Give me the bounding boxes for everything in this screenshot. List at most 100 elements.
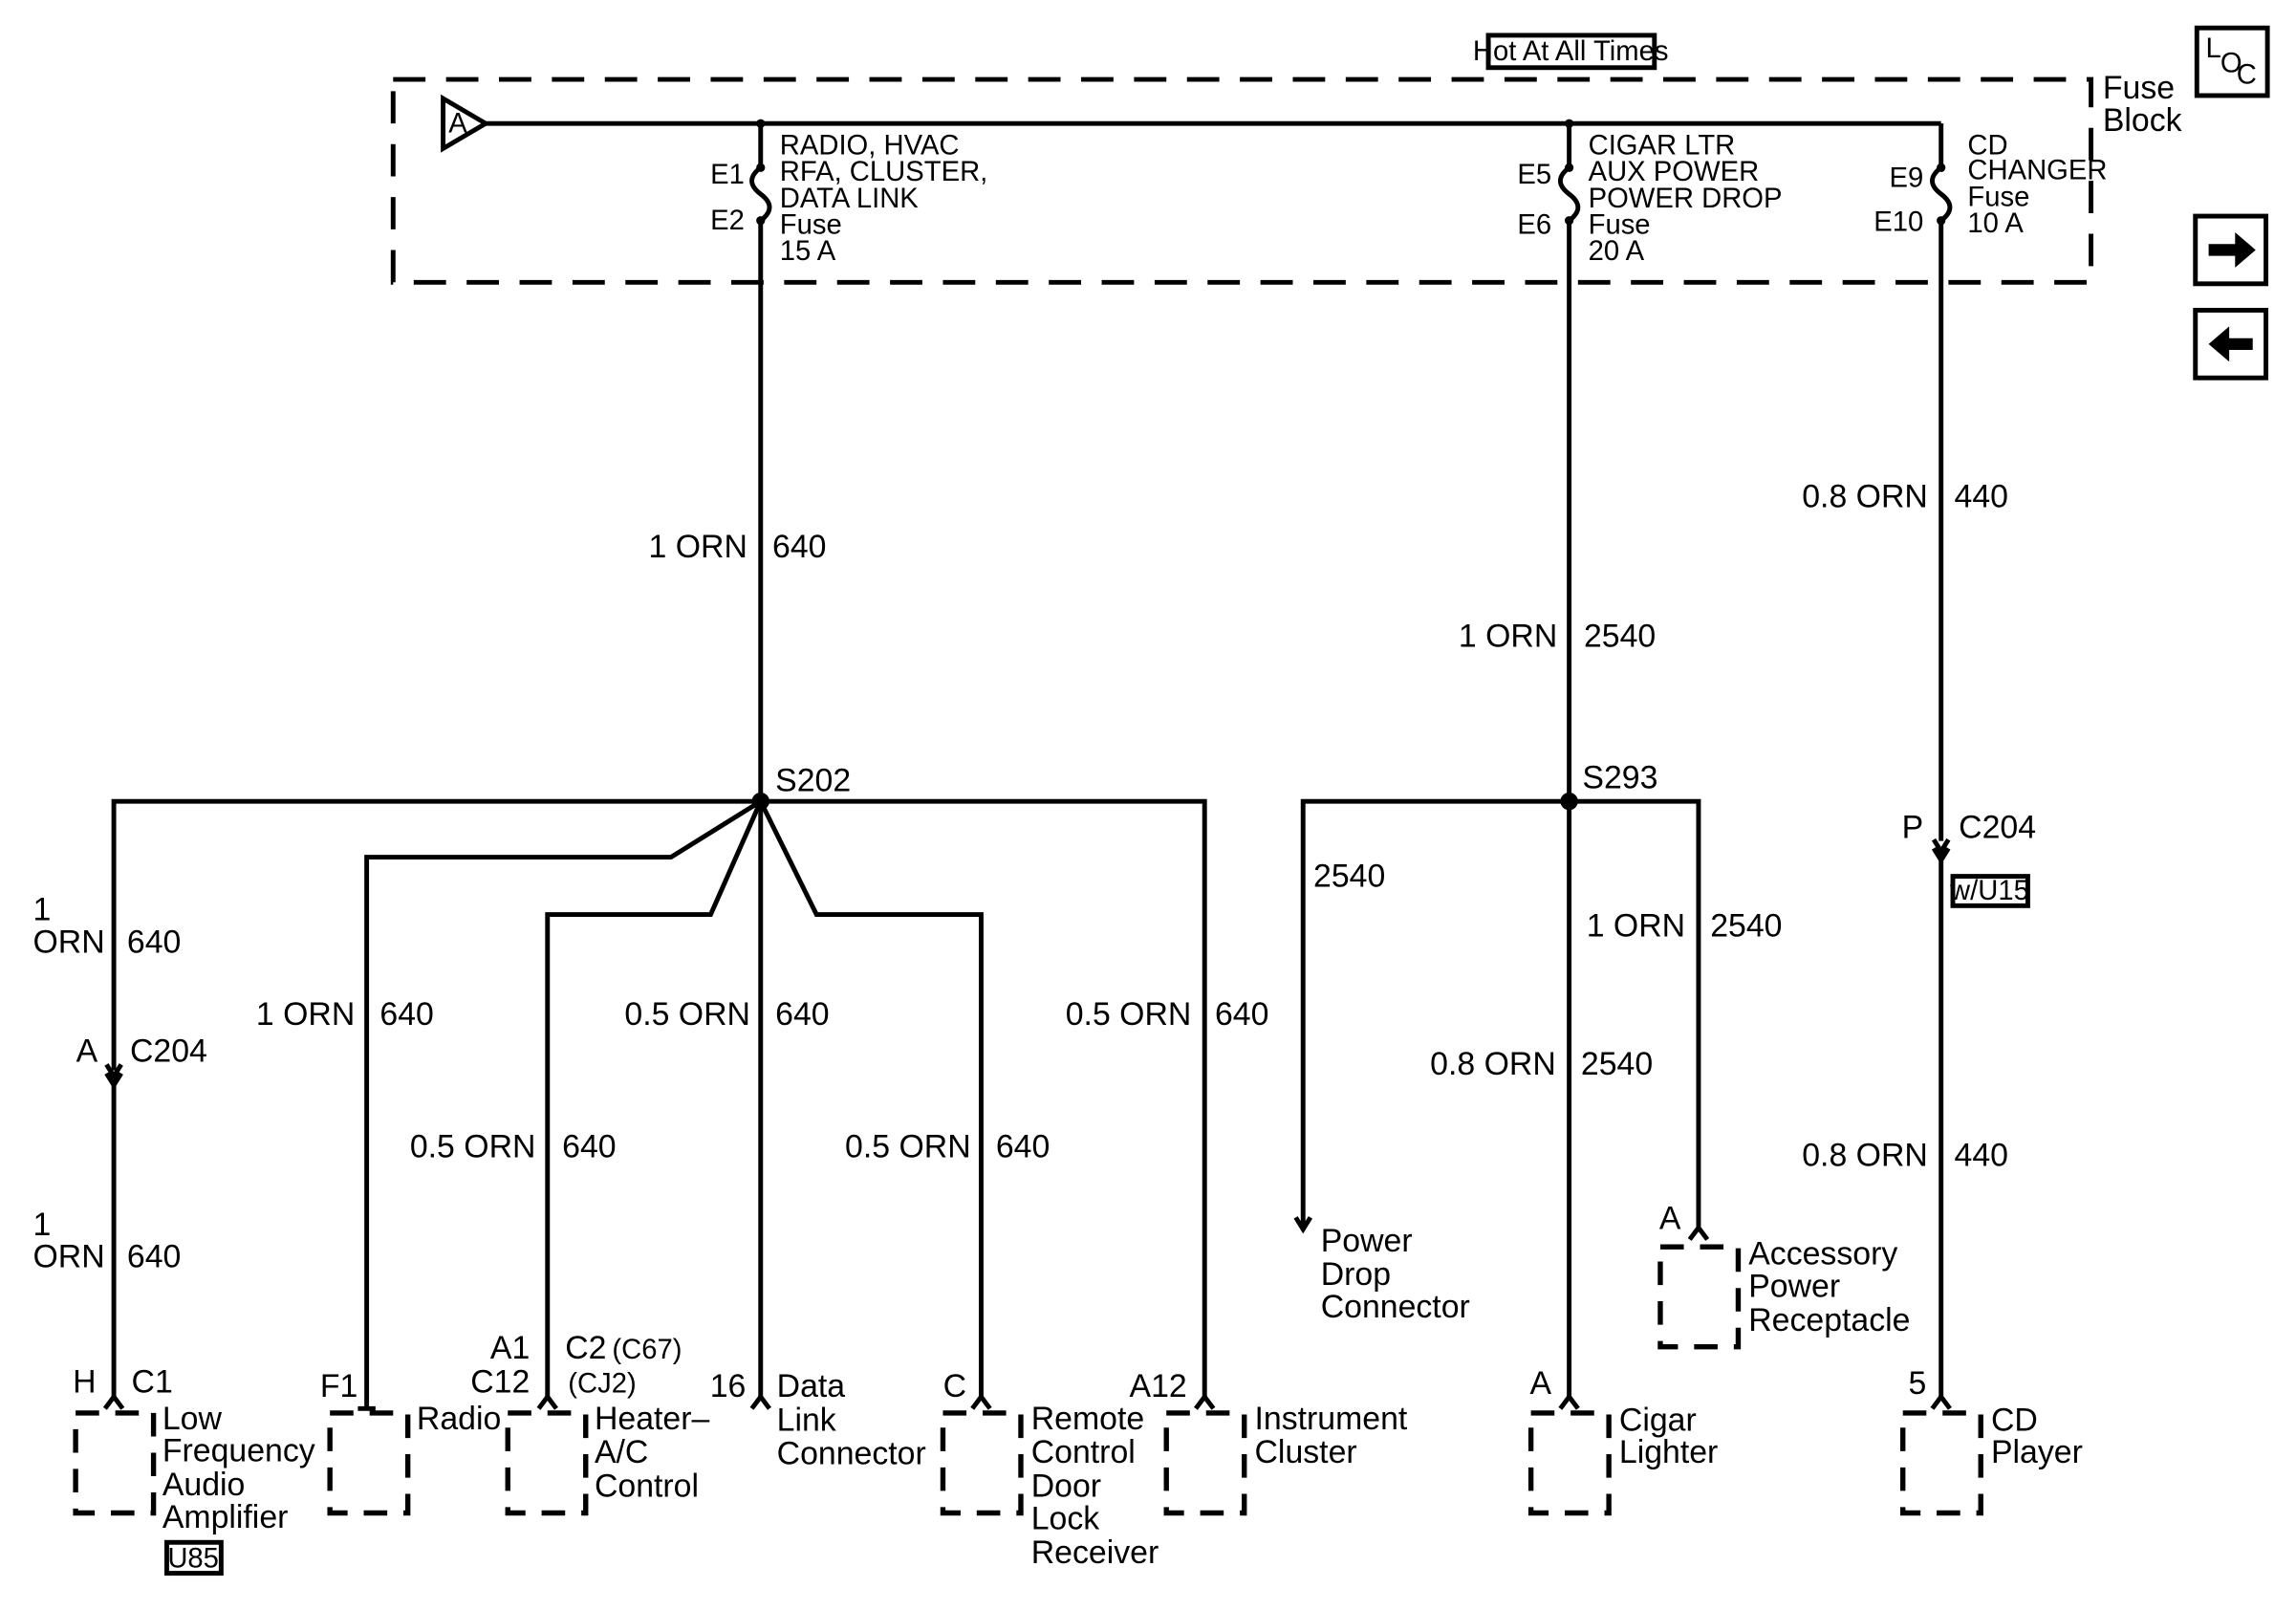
component-label: Receiver (1031, 1534, 1159, 1571)
component-pin: C12 (470, 1363, 530, 1400)
arrow-left-icon (2208, 326, 2253, 362)
wire-gauge: ORN (33, 1239, 105, 1275)
component-connector: C2 (565, 1330, 606, 1366)
connector-name: C204 (1959, 810, 2036, 846)
component-label: Cigar (1619, 1402, 1697, 1438)
svg-text:C: C (2237, 60, 2257, 91)
fuse1-line: RFA, CLUSTER, (780, 157, 988, 187)
component-radio (327, 1410, 411, 1516)
wire-circuit: 640 (379, 996, 433, 1033)
svg-text:O: O (2220, 48, 2242, 78)
wire-circuit: 2540 (1584, 619, 1656, 655)
wire-gauge: 0.5 ORN (845, 1128, 971, 1164)
component-pin: C (943, 1368, 966, 1404)
splice-s202-label: S202 (775, 762, 851, 798)
wire-gauge: 1 ORN (256, 996, 355, 1033)
component-pin: 16 (710, 1368, 747, 1404)
bus-triangle-icon (441, 94, 491, 153)
component-label: Instrument (1254, 1401, 1407, 1437)
fuse-radio-hvac (749, 119, 772, 802)
svg-text:L: L (2206, 33, 2221, 64)
fuse2-line: CIGAR LTR (1589, 130, 1736, 161)
wire-gauge: 0.5 ORN (624, 996, 750, 1033)
fuse2-pin-in: E5 (1517, 160, 1551, 190)
fuse-block-label-2: Block (2103, 102, 2182, 139)
splice-s293-label: S293 (1582, 759, 1657, 795)
component-pin: F1 (320, 1368, 357, 1404)
wire-gauge: 1 (33, 1207, 52, 1243)
fuse1-line: DATA LINK (780, 184, 920, 214)
component-label: Frequency (162, 1433, 315, 1469)
power-drop-arrow-icon (1293, 1216, 1313, 1234)
component-connector-note: (CJ2) (568, 1368, 636, 1399)
component-cigar-lighter (1527, 1410, 1612, 1516)
fuse-cigar-aux-power (1557, 119, 1581, 1398)
component-pin: 5 (1908, 1365, 1926, 1402)
wire-circuit: 440 (1955, 1138, 2008, 1174)
wire-circuit: 640 (562, 1128, 616, 1164)
wire-amplifier-upper (111, 798, 761, 1071)
component-instrument-cluster (1163, 1410, 1247, 1516)
connector-name: C204 (130, 1033, 207, 1069)
fuse2-line: POWER DROP (1589, 184, 1783, 214)
component-cd-player (1900, 1410, 1983, 1516)
wire-gauge: 0.8 ORN (1802, 1138, 1928, 1174)
wire-hvac (545, 800, 764, 1398)
wire-gauge: 0.8 ORN (1430, 1046, 1556, 1082)
component-label: Lighter (1619, 1434, 1718, 1470)
component-heater-ac-control (505, 1410, 589, 1516)
fuse3-line: Fuse (1967, 182, 2029, 212)
fuse-block-outline (390, 76, 2094, 285)
next-page-button[interactable] (2193, 213, 2269, 287)
component-label: Cluster (1254, 1434, 1356, 1470)
wire-power-drop (1300, 798, 1570, 1227)
wire-accessory-power (1569, 798, 1701, 1229)
wire-circuit: 640 (772, 529, 826, 565)
component-accessory-power-receptacle (1657, 1244, 1742, 1350)
wire-gauge: ORN (33, 925, 105, 961)
connector-pin: P (1902, 810, 1924, 846)
wire-circuit: 640 (127, 1239, 181, 1275)
wire-circuit: 640 (775, 996, 829, 1033)
component-label: Connector (1321, 1289, 1470, 1325)
pin-terminals (102, 1224, 1952, 1411)
previous-page-button[interactable] (2193, 308, 2269, 381)
wire-gauge: 0.8 ORN (1802, 479, 1928, 515)
component-label: Control (595, 1469, 699, 1505)
location-icon[interactable]: L O C (2194, 25, 2270, 98)
component-pin: A (1659, 1201, 1681, 1237)
component-pin: A (1530, 1365, 1552, 1402)
component-pin: A1 (490, 1330, 530, 1366)
arrow-right-icon (2208, 231, 2256, 268)
connector-pin: A (76, 1033, 98, 1069)
wire-instrument-cluster (760, 798, 1207, 1398)
component-connector-note: (C67) (612, 1335, 682, 1365)
wire-circuit: 640 (127, 925, 181, 961)
fuse2-line: 20 A (1589, 236, 1645, 267)
option-badge-text: U85 (167, 1543, 219, 1574)
component-low-frequency-audio-amplifier (73, 1410, 157, 1516)
wire-gauge: 1 ORN (1459, 619, 1557, 655)
option-badge-text: w/U15 (1949, 876, 2029, 906)
component-label: Remote (1031, 1401, 1144, 1437)
component-label: A/C (595, 1434, 648, 1470)
wire-gauge: 1 ORN (649, 529, 747, 565)
option-badge-w-u15 (1950, 874, 2030, 908)
fuse3-line: 10 A (1967, 208, 2024, 239)
component-label: Connector (777, 1436, 926, 1472)
component-label: Lock (1031, 1500, 1100, 1536)
component-pin: A12 (1130, 1368, 1187, 1404)
wire-circuit: 440 (1955, 479, 2008, 515)
component-label: Radio (417, 1401, 501, 1437)
fuse3-pin-in: E9 (1889, 163, 1923, 193)
fuse1-line: RADIO, HVAC (780, 130, 960, 161)
bus-tag: A (448, 108, 467, 139)
component-label: Heater– (595, 1401, 710, 1437)
component-label: Audio (162, 1467, 246, 1503)
connector-c204-cd-icon (1931, 838, 1951, 865)
component-remote-control-door-lock-receiver (940, 1410, 1024, 1516)
wire-gauge: 1 ORN (1587, 908, 1685, 945)
fuse-block-label-1: Fuse (2103, 70, 2175, 106)
fuse3-pin-out: E10 (1874, 207, 1923, 237)
